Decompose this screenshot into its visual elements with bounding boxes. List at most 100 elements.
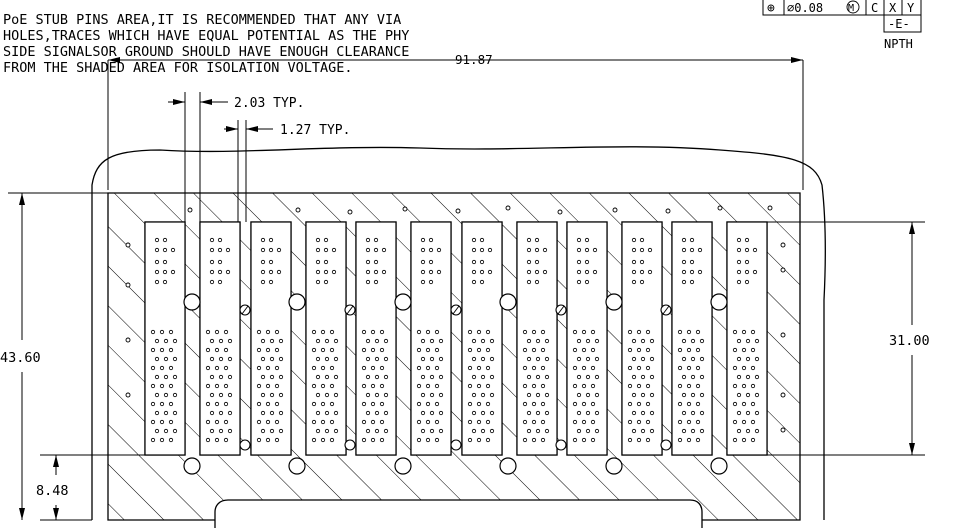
pin-dot <box>649 374 655 380</box>
pin-dot <box>214 347 220 353</box>
pin-dot <box>585 392 591 398</box>
pin-dot <box>370 437 376 443</box>
pin-dot <box>681 259 687 265</box>
pin-dot <box>225 247 231 253</box>
pin-dot <box>690 356 696 362</box>
pin-dot <box>531 347 537 353</box>
pin-dot <box>535 428 541 434</box>
pin-dot <box>225 269 231 275</box>
pin-dot <box>329 383 335 389</box>
pin-dot <box>205 419 211 425</box>
via-hole-slash <box>346 305 354 315</box>
pin-dot <box>480 338 486 344</box>
pin-dot <box>434 347 440 353</box>
pin-dot <box>649 428 655 434</box>
pin-dot <box>636 383 642 389</box>
pin-dot <box>590 347 596 353</box>
pin-dot <box>489 356 495 362</box>
pin-dot <box>315 279 321 285</box>
pin-dot <box>631 356 637 362</box>
pin-dot <box>645 329 651 335</box>
pin-dot <box>214 437 220 443</box>
pin-dot <box>268 269 274 275</box>
pin-dot <box>218 428 224 434</box>
pin-dot <box>467 347 473 353</box>
pin-dot <box>311 383 317 389</box>
pin-dot <box>162 237 168 243</box>
pin-dot <box>256 347 262 353</box>
pin-dot <box>315 392 321 398</box>
pin-dot <box>681 410 687 416</box>
pin-dot <box>162 279 168 285</box>
pin-dot <box>438 374 444 380</box>
pin-dot <box>750 419 756 425</box>
pin-dot <box>329 365 335 371</box>
pin-dot <box>434 401 440 407</box>
pin-dot <box>428 259 434 265</box>
pin-dot <box>627 347 633 353</box>
pin-dot <box>542 247 548 253</box>
pin-dot <box>383 374 389 380</box>
pin-dot <box>480 356 486 362</box>
via-holes <box>125 205 786 475</box>
border-via <box>402 206 408 212</box>
pin-dot <box>315 259 321 265</box>
pin-dot <box>209 279 215 285</box>
pin-dot <box>526 428 532 434</box>
pin-dot <box>276 269 282 275</box>
pin-dot <box>361 383 367 389</box>
border-via <box>125 392 131 398</box>
pin-dot <box>217 237 223 243</box>
pin-dot <box>745 410 751 416</box>
pin-dot <box>485 329 491 335</box>
pin-dot <box>631 237 637 243</box>
pin-dot <box>154 410 160 416</box>
pin-dot <box>168 329 174 335</box>
pin-dot <box>260 356 266 362</box>
pin-dot <box>379 347 385 353</box>
pin-dot <box>311 329 317 335</box>
pin-dot <box>209 356 215 362</box>
pin-dot <box>425 401 431 407</box>
pin-dot <box>681 237 687 243</box>
pin-dot <box>278 428 284 434</box>
pin-dot <box>636 419 642 425</box>
pin-dot <box>383 410 389 416</box>
via-hole <box>450 439 462 451</box>
pin-dot <box>429 392 435 398</box>
pin-dot <box>754 410 760 416</box>
pin-dot <box>471 374 477 380</box>
pin-dot <box>320 419 326 425</box>
pin-dot <box>471 279 477 285</box>
pin-dot <box>425 383 431 389</box>
pin-dot <box>681 356 687 362</box>
pin-dot <box>485 401 491 407</box>
pin-dot <box>677 365 683 371</box>
pin-dot <box>218 410 224 416</box>
pin-dot <box>274 437 280 443</box>
border-via <box>455 208 461 214</box>
pin-dot <box>526 269 532 275</box>
pin-dot <box>265 329 271 335</box>
pin-dot <box>681 269 687 275</box>
pin-dot <box>534 279 540 285</box>
pin-dot <box>522 383 528 389</box>
pin-dot <box>741 383 747 389</box>
pin-dot <box>323 279 329 285</box>
pin-dot <box>540 365 546 371</box>
pin-slot <box>144 221 186 456</box>
pin-dot <box>374 356 380 362</box>
pin-dot <box>154 259 160 265</box>
pin-dot <box>365 247 371 253</box>
pin-dot <box>686 419 692 425</box>
pin-dot <box>534 247 540 253</box>
pin-dot <box>429 374 435 380</box>
pin-dot <box>489 410 495 416</box>
pin-dot <box>154 247 160 253</box>
border-via <box>347 209 353 215</box>
pin-dot <box>526 356 532 362</box>
pin-dot <box>485 437 491 443</box>
pin-dot <box>681 374 687 380</box>
pin-dot <box>476 437 482 443</box>
